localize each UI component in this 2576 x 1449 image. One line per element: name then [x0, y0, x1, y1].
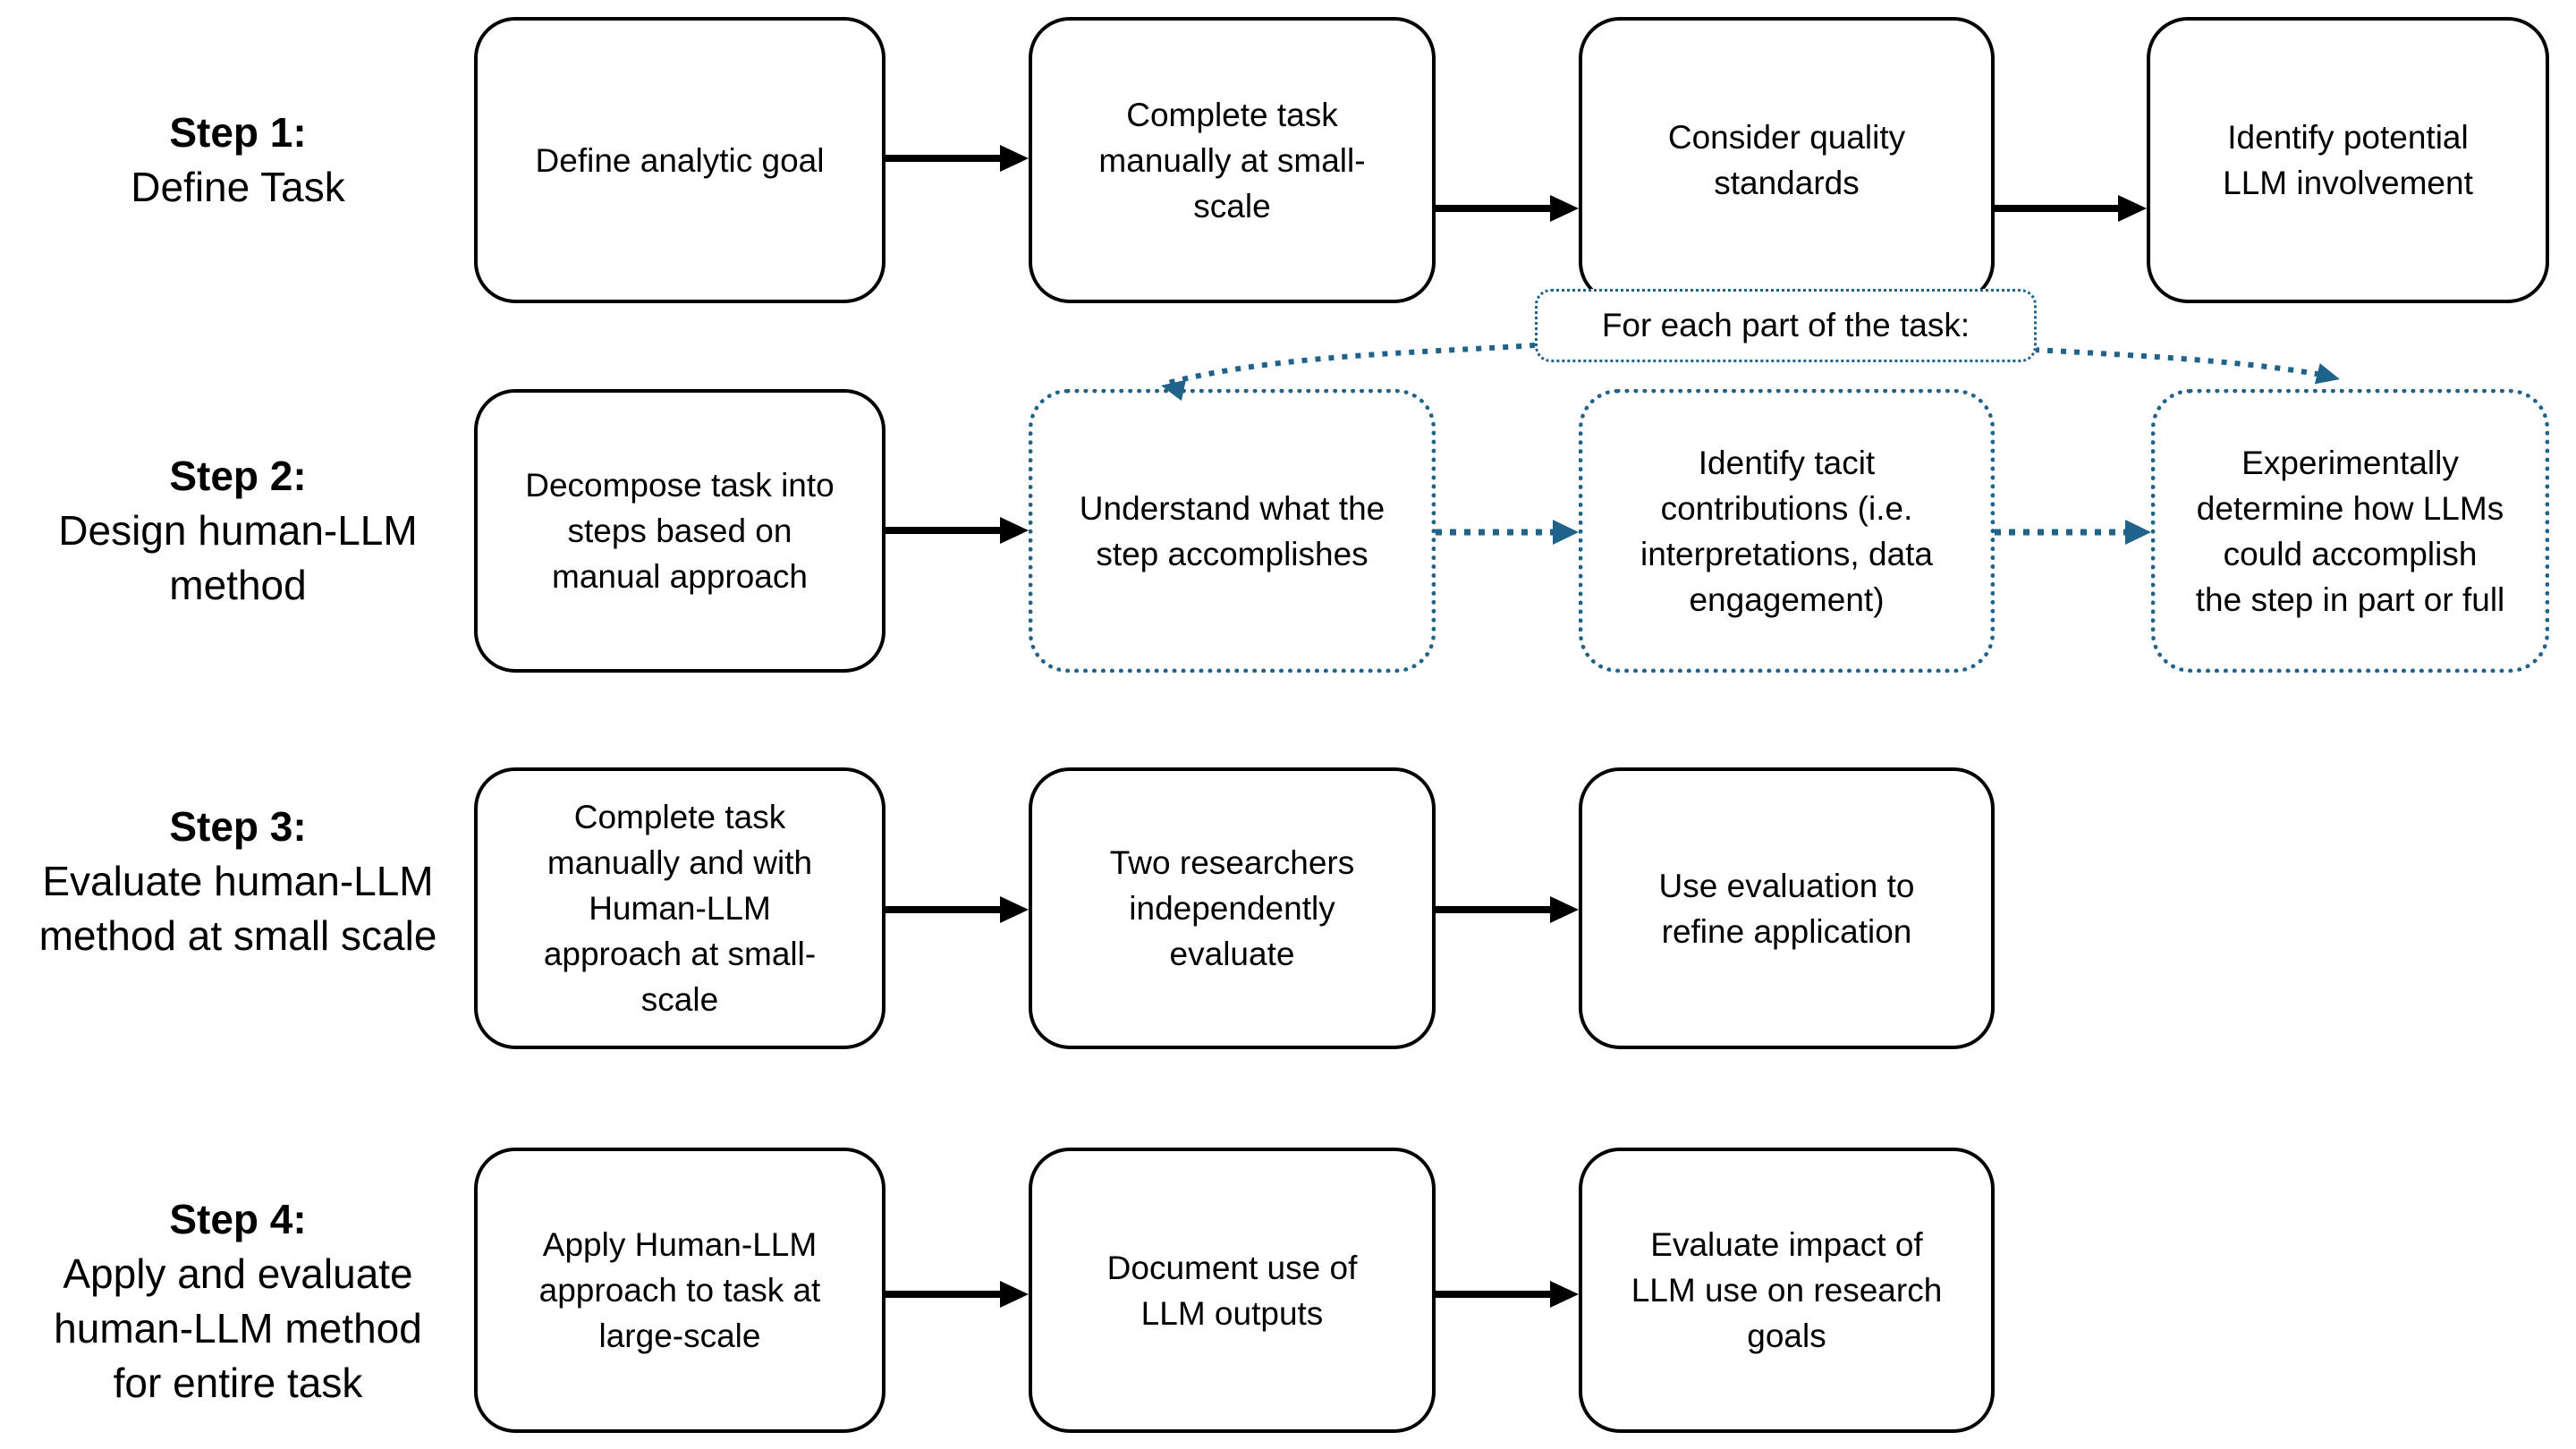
box-consider-quality-standards: Consider quality standards	[1579, 17, 1995, 303]
box-text: Two researchers independently evaluate	[1109, 844, 1355, 972]
box-use-evaluation-to-refine-application: Use evaluation to refine application	[1579, 767, 1995, 1049]
arrowhead-step2-1	[1000, 517, 1029, 544]
box-decompose-task-into-steps: Decompose task into steps based on manua…	[474, 389, 886, 673]
loop-curve-right	[2033, 347, 2332, 379]
step-4-subtitle: Apply and evaluate human-LLM method for …	[54, 1250, 422, 1406]
step-label-3: Step 3: Evaluate human-LLM method at sma…	[5, 741, 470, 1022]
box-text: Apply Human-LLM approach to task at larg…	[538, 1226, 821, 1354]
loop-curve-left	[1167, 343, 1536, 386]
box-text: Identify potential LLM involvement	[2223, 119, 2473, 201]
arrowhead-step3-1	[1000, 896, 1029, 923]
box-text: Identify tacit contributions (i.e. inter…	[1640, 444, 1934, 618]
box-document-use-of-llm-outputs: Document use of LLM outputs	[1029, 1148, 1436, 1433]
box-text: Complete task manually and with Human-LL…	[543, 799, 817, 1018]
loop-label-for-each-part-of-task: For each part of the task:	[1535, 289, 2037, 362]
loop-label-text: For each part of the task:	[1601, 307, 1970, 343]
arrowhead-step2-loop-1	[1553, 520, 1579, 545]
box-experimentally-determine-llms: Experimentally determine how LLMs could …	[2151, 389, 2549, 673]
box-understand-what-step-accomplishes: Understand what the step accomplishes	[1029, 389, 1436, 673]
box-identify-tacit-contributions: Identify tacit contributions (i.e. inter…	[1579, 389, 1995, 673]
box-text: Document use of LLM outputs	[1106, 1249, 1358, 1332]
box-two-researchers-independently-evaluate: Two researchers independently evaluate	[1029, 767, 1436, 1049]
box-identify-potential-llm-involvement: Identify potential LLM involvement	[2147, 17, 2549, 303]
loop-curve-right-arrowhead	[2314, 363, 2340, 385]
step-3-title: Step 3:	[169, 803, 307, 850]
box-text: Experimentally determine how LLMs could …	[2195, 444, 2505, 618]
step-label-2: Step 2: Design human-LLM method	[5, 389, 470, 673]
arrowhead-step1-1	[1000, 145, 1029, 172]
step-4-title: Step 4:	[169, 1195, 307, 1242]
arrowhead-step1-3	[2118, 195, 2147, 222]
arrowhead-step4-2	[1550, 1281, 1579, 1308]
arrowhead-step2-loop-2	[2125, 520, 2151, 545]
box-text: Evaluate impact of LLM use on research g…	[1631, 1226, 1943, 1354]
step-2-title: Step 2:	[169, 453, 307, 499]
step-1-title: Step 1:	[169, 109, 307, 156]
step-2-subtitle: Design human-LLM method	[58, 507, 418, 608]
step-label-4: Step 4: Apply and evaluate human-LLM met…	[5, 1158, 470, 1444]
step-3-subtitle: Evaluate human-LLM method at small scale	[38, 858, 437, 959]
box-define-analytic-goal: Define analytic goal	[474, 17, 886, 303]
box-text: Complete task manually at small- scale	[1098, 96, 1366, 225]
step-1-subtitle: Define Task	[131, 164, 345, 210]
box-text: Understand what the step accomplishes	[1079, 489, 1385, 572]
box-text: Decompose task into steps based on manua…	[525, 467, 835, 595]
arrowhead-step1-2	[1550, 195, 1579, 222]
arrowhead-step4-1	[1000, 1281, 1029, 1308]
box-apply-human-llm-large-scale: Apply Human-LLM approach to task at larg…	[474, 1148, 886, 1433]
box-evaluate-impact-of-llm-use: Evaluate impact of LLM use on research g…	[1579, 1148, 1995, 1433]
box-complete-task-manually-and-human-llm: Complete task manually and with Human-LL…	[474, 767, 886, 1049]
box-text: Use evaluation to refine application	[1658, 867, 1915, 950]
step-label-1: Step 1: Define Task	[5, 17, 470, 303]
box-text: Define analytic goal	[535, 141, 825, 179]
box-text: Consider quality standards	[1667, 119, 1906, 201]
arrowhead-step3-2	[1550, 896, 1579, 923]
box-complete-task-manually-small-scale: Complete task manually at small- scale	[1029, 17, 1436, 303]
